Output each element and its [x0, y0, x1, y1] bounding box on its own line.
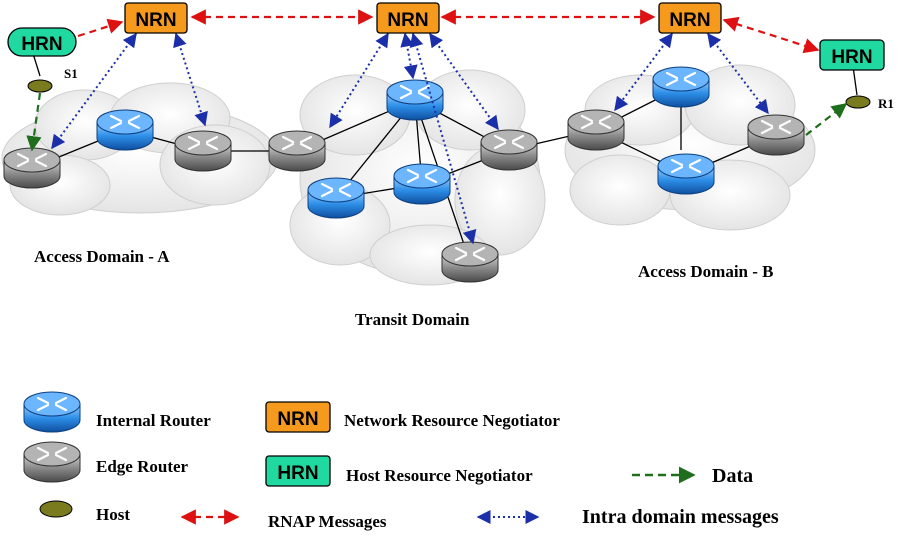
transit-domain-label: Transit Domain	[355, 310, 470, 329]
hrn-node-left: HRN	[7, 27, 77, 57]
legend: Internal Router Edge Router Host NRN Net…	[22, 390, 779, 531]
nrn-b-label: NRN	[669, 10, 710, 31]
access-domain-b-label: Access Domain - B	[638, 262, 774, 281]
legend-rnap-label: RNAP Messages	[268, 512, 387, 531]
nrn-t-label: NRN	[387, 10, 428, 31]
legend-internal-router-label: Internal Router	[96, 411, 211, 430]
legend-edge-router-label: Edge Router	[96, 457, 189, 476]
legend-nrn-box	[265, 401, 331, 433]
legend-nrn-abbr: NRN	[277, 409, 318, 430]
legend-nrn-label: Network Resource Negotiator	[344, 411, 560, 430]
host-r1	[845, 95, 871, 109]
legend-internal-router-icon	[22, 390, 82, 434]
legend-hrn-box	[265, 455, 331, 487]
host-s1-label: S1	[64, 66, 78, 81]
edge-router-t3	[440, 240, 500, 284]
rnap-message-arrows	[77, 9, 820, 54]
edge-router-a1	[2, 146, 62, 190]
edge-router-b1	[566, 108, 626, 152]
nrn-a-label: NRN	[135, 10, 176, 31]
legend-intra-label: Intra domain messages	[582, 506, 779, 528]
edge-router-t1	[267, 129, 327, 173]
legend-host-label: Host	[96, 505, 130, 524]
legend-data-label: Data	[712, 465, 753, 487]
intra-domain-message-arrows	[51, 32, 769, 245]
edge-router-a2	[173, 129, 233, 173]
internal-router-b2	[656, 152, 716, 196]
edge-router-t2	[479, 128, 539, 172]
host-s1	[27, 79, 53, 93]
legend-edge-router-icon	[22, 440, 82, 484]
internal-router-t3	[392, 162, 452, 206]
hrn-right-label: HRN	[831, 47, 872, 68]
internal-router-t1	[385, 78, 445, 122]
data-flow-arrows	[26, 92, 848, 152]
legend-hrn-label: Host Resource Negotiator	[346, 466, 533, 485]
edge-router-b2	[746, 113, 806, 157]
nrn-node-transit: NRN	[376, 2, 440, 34]
nrn-node-access-b: NRN	[658, 2, 722, 34]
access-domain-a-label: Access Domain - A	[34, 247, 170, 266]
legend-hrn-abbr: HRN	[277, 463, 318, 484]
hrn-node-right: HRN	[819, 39, 885, 71]
internal-router-b1	[651, 65, 711, 109]
host-r1-label: R1	[878, 96, 894, 111]
internal-router-a	[95, 108, 155, 152]
legend-host-icon	[39, 500, 73, 518]
hrn-left-label: HRN	[21, 34, 62, 55]
internal-router-t2	[306, 176, 366, 220]
nrn-node-access-a: NRN	[124, 2, 188, 34]
